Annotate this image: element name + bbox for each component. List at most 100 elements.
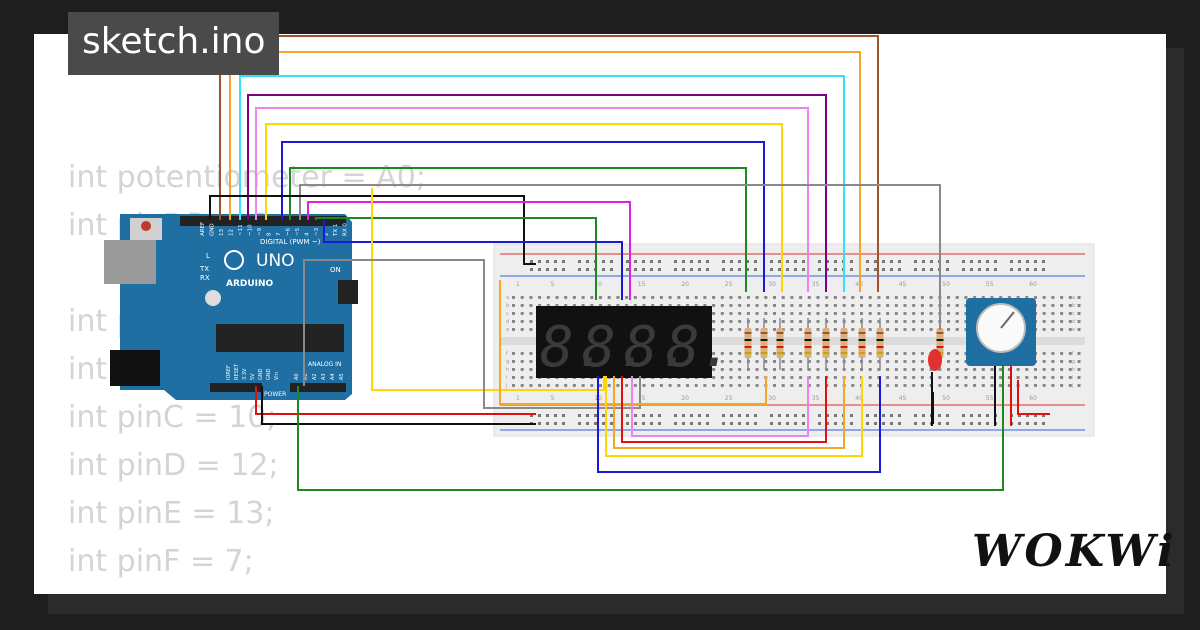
digital-pin-label: 7 [276,232,282,236]
breadboard-hole [682,268,685,271]
breadboard-hole [786,414,789,417]
breadboard-hole [712,352,716,355]
breadboard-hole [807,360,811,363]
breadboard-hole [973,384,977,387]
breadboard-hole [1060,376,1064,379]
breadboard-hole [818,268,821,271]
breadboard-hole [512,320,515,323]
breadboard-hole [874,414,877,417]
breadboard-hole [690,268,693,271]
breadboard-hole [886,352,890,355]
breadboard-hole [642,296,646,299]
breadboard-hole [659,384,663,387]
breadboard-hole [626,422,629,425]
breadboard-hole [1060,304,1064,307]
wire [229,51,861,292]
breadboard-hole [955,328,959,331]
breadboard-hole [764,312,768,315]
breadboard-hole [529,352,533,355]
breadboard-hole [898,422,901,425]
breadboard-hole [720,376,724,379]
board-model: UNO [256,251,295,271]
breadboard-hole [970,260,973,263]
column-number: 45 [899,395,907,402]
breadboard-hole [538,414,541,417]
breadboard-hole [860,296,863,299]
breadboard-hole [816,328,820,331]
breadboard-hole [581,304,585,307]
breadboard-hole [833,376,837,379]
breadboard-hole [754,414,757,417]
breadboard-hole [781,296,785,299]
breadboard-hole [720,304,724,307]
column-number: 1 [516,281,520,288]
breadboard-hole [816,352,820,355]
breadboard-hole [712,368,716,371]
breadboard-hole [990,368,994,371]
breadboard-hole [529,376,533,379]
breadboard-hole [790,360,794,363]
breadboard-hole [990,384,994,387]
breadboard-hole [1042,414,1045,417]
row-letter: h [506,367,509,373]
resistor-band [858,346,866,348]
breadboard-hole [720,384,724,387]
breadboard-hole [816,360,820,363]
breadboard-hole [746,296,750,299]
analog-pin-label: A3 [321,373,327,380]
digital-pin-label: ~9 [257,227,263,236]
breadboard-hole [938,384,942,387]
breadboard-hole [877,360,881,363]
wire [255,386,536,415]
breadboard-hole [698,414,701,417]
breadboard-hole [1051,312,1055,315]
breadboard-hole [886,296,890,299]
breadboard-hole [764,368,768,371]
breadboard-hole [712,296,716,299]
breadboard-hole [764,360,768,363]
breadboard-hole [616,304,620,307]
resistor-band [804,346,812,348]
breadboard-hole [955,320,959,323]
breadboard-hole [555,304,559,307]
row-letter: g [506,359,509,365]
breadboard-hole [773,312,776,315]
column-number: 5 [551,395,555,402]
breadboard-hole [594,414,597,417]
breadboard-hole [868,312,872,315]
breadboard-hole [529,360,533,363]
breadboard-hole [964,320,968,323]
breadboard-hole [1034,368,1037,371]
breadboard-hole [994,260,997,263]
breadboard-hole [1034,296,1037,299]
wire [597,376,881,473]
wire [371,188,605,391]
column-number: 15 [638,395,646,402]
breadboard-hole [903,296,907,299]
breadboard-hole [674,260,677,263]
breadboard-hole [999,368,1003,371]
column-number: 40 [855,395,863,402]
breadboard-hole [886,384,890,387]
breadboard-hole [677,296,681,299]
breadboard-hole [1051,296,1055,299]
breadboard-hole [920,360,924,363]
breadboard-hole [738,296,742,299]
breadboard-hole [886,376,890,379]
breadboard-hole [851,368,855,371]
breadboard-hole [807,368,811,371]
breadboard-hole [625,296,629,299]
breadboard-hole [729,304,733,307]
breadboard-hole [512,368,515,371]
breadboard-hole [970,268,973,271]
breadboard-hole [546,260,549,263]
breadboard-hole [564,304,568,307]
breadboard-hole [1026,414,1029,417]
breadboard-hole [1068,352,1072,355]
breadboard-hole [738,260,741,263]
breadboard-hole [1042,268,1045,271]
breadboard-hole [799,296,803,299]
breadboard-hole [955,296,959,299]
breadboard-hole [694,384,698,387]
breadboard-hole [799,352,803,355]
